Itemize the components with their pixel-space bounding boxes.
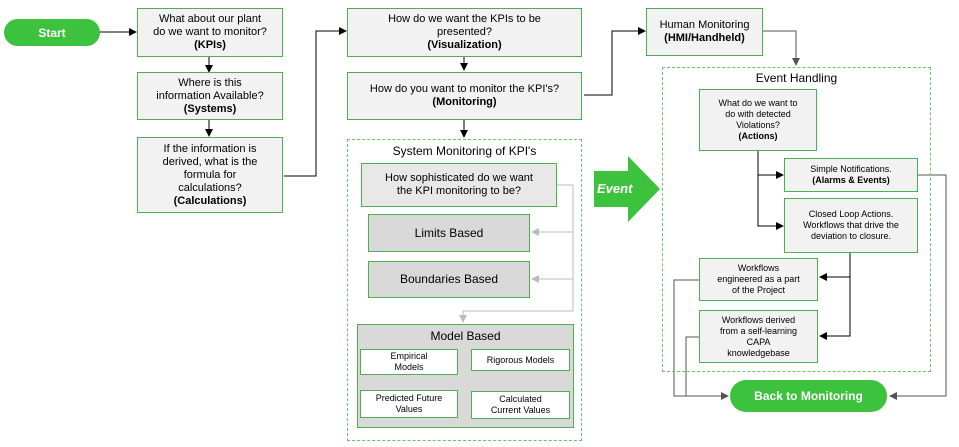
predicted-line1: Predicted Future [375, 393, 443, 403]
kpis-box[interactable]: What about our plant do we want to monit… [137, 8, 283, 57]
workflows-derived-line4: knowledgebase [727, 347, 790, 358]
model-based-title: Model Based [430, 329, 501, 343]
workflows-engineered-box[interactable]: Workflows engineered as a part of the Pr… [699, 258, 818, 301]
human-monitoring-label: (HMI/Handheld) [664, 32, 745, 44]
back-to-monitoring-node[interactable]: Back to Monitoring [730, 380, 887, 412]
empirical-line2: Models [394, 362, 424, 372]
workflows-derived-box[interactable]: Workflows derived from a self-learning C… [699, 310, 818, 363]
actions-line1: What do we want to [718, 98, 798, 108]
system-monitoring-container [347, 139, 582, 441]
predicted-values-box[interactable]: Predicted Future Values [360, 390, 458, 418]
limits-based-label: Limits Based [414, 225, 484, 240]
actions-line3: Violations? [736, 120, 780, 130]
notifications-line1: Simple Notifications. [810, 164, 892, 174]
rigorous-models-box[interactable]: Rigorous Models [471, 349, 570, 371]
sophistication-line1: How sophisticated do we want [385, 172, 533, 184]
systems-box[interactable]: Where is this information Available? (Sy… [137, 72, 283, 120]
calculations-label: (Calculations) [173, 194, 247, 207]
actions-line2: do with detected [725, 109, 791, 119]
calculations-line2: derived, what is the [162, 155, 258, 168]
closed-loop-line2: Workflows that drive the [803, 220, 899, 230]
kpis-label: (KPIs) [194, 39, 226, 51]
workflows-engineered-line1: Workflows [737, 263, 780, 273]
calculated-values-box[interactable]: Calculated Current Values [471, 391, 570, 419]
back-to-monitoring-label: Back to Monitoring [754, 389, 863, 403]
system-monitoring-title: System Monitoring of KPI's [392, 144, 537, 158]
kpis-line2: do we want to monitor? [153, 26, 267, 38]
rigorous-label: Rigorous Models [486, 354, 555, 365]
notifications-label: (Alarms & Events) [812, 175, 890, 185]
workflows-derived-line3: CAPA [746, 336, 771, 347]
calculations-line1: If the information is [163, 142, 257, 155]
start-label: Start [38, 25, 66, 40]
workflows-engineered-line3: of the Project [731, 285, 786, 295]
systems-line1: Where is this [178, 76, 242, 89]
visualization-line1: How do we want the KPIs to be [388, 13, 541, 25]
monitoring-box[interactable]: How do you want to monitor the KPI's? (M… [347, 72, 582, 120]
boundaries-based-box[interactable]: Boundaries Based [368, 261, 530, 298]
boundaries-based-label: Boundaries Based [399, 272, 499, 286]
monitoring-line1: How do you want to monitor the KPI's? [369, 83, 560, 95]
workflows-derived-line2: from a self-learning [719, 325, 798, 336]
calculations-line3: formula for [183, 168, 237, 181]
visualization-label: (Visualization) [427, 39, 502, 51]
calculated-line1: Calculated [499, 394, 542, 404]
systems-line2: information Available? [156, 89, 264, 102]
workflows-engineered-line2: engineered as a part [717, 274, 800, 284]
calculations-line4: calculations? [178, 181, 242, 194]
human-monitoring-line1: Human Monitoring [659, 19, 750, 31]
systems-label: (Systems) [183, 102, 237, 115]
kpis-line1: What about our plant [158, 13, 262, 25]
human-monitoring-box[interactable]: Human Monitoring (HMI/Handheld) [646, 8, 763, 56]
visualization-box[interactable]: How do we want the KPIs to be presented?… [347, 8, 582, 57]
actions-label: (Actions) [738, 131, 778, 141]
simple-notifications-box[interactable]: Simple Notifications. (Alarms & Events) [784, 158, 918, 192]
empirical-models-box[interactable]: Empirical Models [360, 349, 458, 375]
event-arrow-shape [594, 156, 660, 222]
start-node[interactable]: Start [4, 19, 100, 46]
closed-loop-box[interactable]: Closed Loop Actions. Workflows that driv… [784, 198, 918, 253]
event-arrow-label: Event [597, 181, 633, 196]
sophistication-line2: the KPI monitoring to be? [396, 185, 522, 197]
calculated-line2: Current Values [490, 405, 551, 415]
sophistication-box[interactable]: How sophisticated do we want the KPI mon… [361, 163, 557, 207]
actions-box[interactable]: What do we want to do with detected Viol… [699, 89, 817, 151]
limits-based-box[interactable]: Limits Based [368, 214, 530, 252]
event-handling-title: Event Handling [755, 71, 838, 85]
calculations-box[interactable]: If the information is derived, what is t… [137, 137, 283, 213]
closed-loop-line3: deviation to closure. [810, 231, 892, 241]
predicted-line2: Values [395, 404, 423, 414]
monitoring-label: (Monitoring) [432, 96, 497, 108]
visualization-line2: presented? [436, 26, 493, 38]
closed-loop-line1: Closed Loop Actions. [808, 209, 894, 219]
empirical-line1: Empirical [390, 351, 428, 361]
event-handling-container [662, 67, 931, 372]
workflows-derived-line1: Workflows derived [721, 314, 796, 325]
